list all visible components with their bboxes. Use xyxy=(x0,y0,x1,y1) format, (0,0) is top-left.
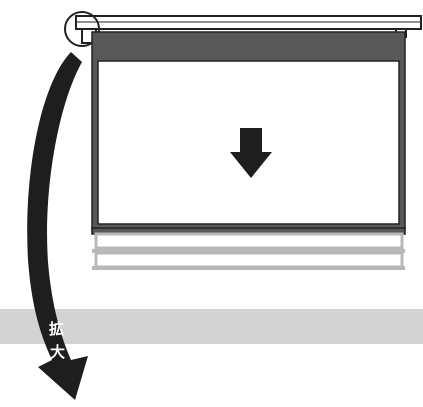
screen-frame xyxy=(91,31,406,235)
retracted-bars xyxy=(92,232,405,270)
arrow-down-icon xyxy=(230,128,272,178)
enlarge-label-char-1: 拡 xyxy=(49,320,64,338)
wall-band xyxy=(0,309,423,344)
screen-casing xyxy=(75,15,422,30)
curved-arrow-icon xyxy=(27,52,88,400)
enlarge-label-char-2: 大 xyxy=(50,343,65,361)
magnifier-circle-icon xyxy=(64,11,100,47)
